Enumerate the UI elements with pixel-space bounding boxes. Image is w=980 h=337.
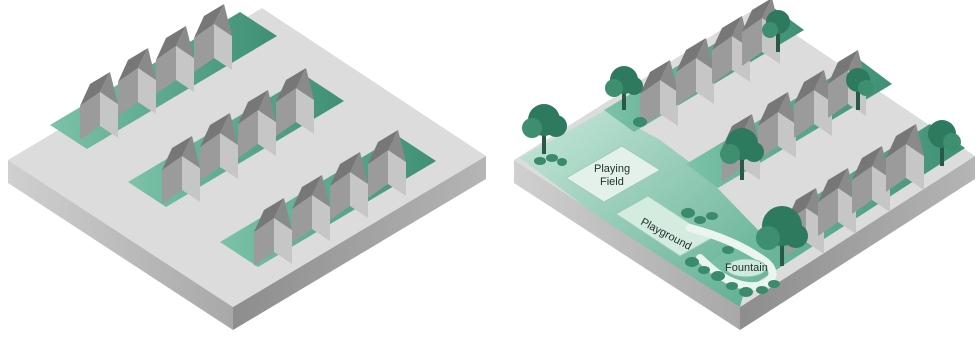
fountain-label: Fountain bbox=[725, 262, 768, 274]
left-neighborhood-panel bbox=[8, 4, 486, 330]
playing-field-label-line2: Field bbox=[600, 176, 624, 188]
playing-field-label-line1: Playing bbox=[594, 163, 630, 175]
